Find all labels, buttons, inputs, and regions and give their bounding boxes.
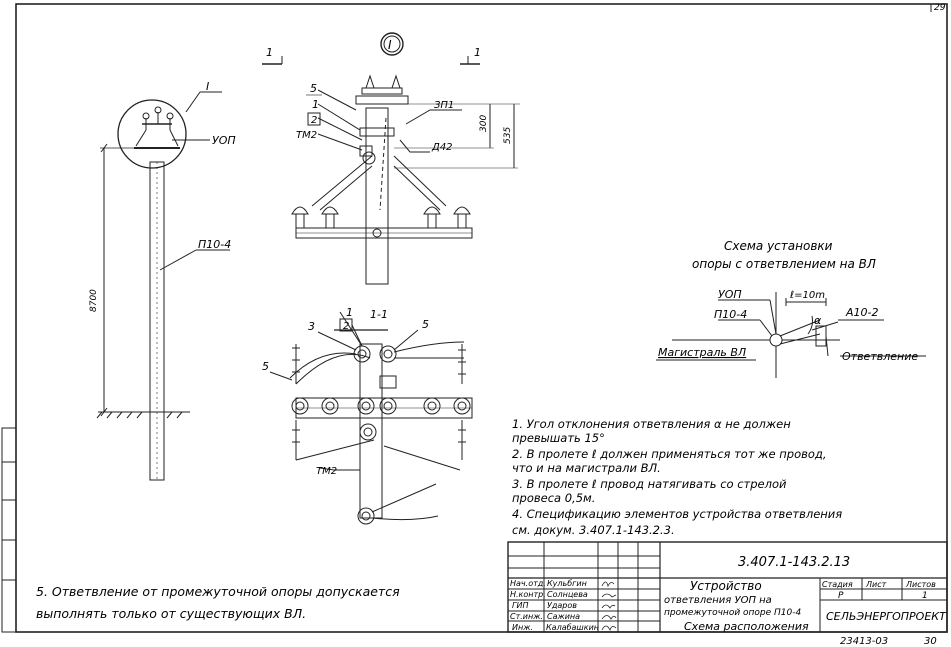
person-name: Ударов	[547, 601, 577, 610]
role-label: Нач.отд.	[510, 579, 546, 588]
note-line: 1. Угол отклонения ответвления α не долж…	[512, 417, 791, 431]
role-label: Инж.	[512, 623, 533, 632]
note-line: см. докум. 3.407.1-143.2.3.	[512, 523, 675, 537]
note-5-block: 5. Ответвление от промежуточной опоры до…	[36, 584, 400, 621]
role-label: Н.контр.	[510, 590, 546, 599]
note5-line: 5. Ответвление от промежуточной опоры до…	[36, 584, 400, 599]
callout-tm2-top: ТМ2	[296, 130, 317, 141]
callout-2-box	[307, 112, 321, 126]
plan-callout-3: 3	[308, 320, 315, 333]
scheme-label-alpha: α	[814, 314, 822, 327]
col-sheets: Листов	[905, 580, 936, 589]
detail-circle-I	[117, 99, 187, 169]
plan-view-1-1	[269, 311, 473, 525]
scheme-diagram	[656, 292, 926, 378]
names-column: Кульбгин Солнцева Ударов Сажина Калабашк…	[546, 579, 599, 632]
scheme-label-branch: Ответвление	[842, 350, 918, 363]
plan-callout-tm2: ТМ2	[316, 466, 337, 477]
sheets-total: 1	[922, 591, 928, 601]
section-mark-left: 1	[266, 46, 273, 59]
view-marker-I: I	[206, 80, 209, 93]
notes-block: 1. Угол отклонения ответвления α не долж…	[512, 417, 842, 537]
note-line: провеса 0,5м.	[512, 491, 595, 505]
scheme-title-2: опоры с ответвлением на ВЛ	[692, 257, 876, 271]
organization: СЕЛЬЭНЕРГОПРОЕКТ	[826, 610, 947, 623]
dim-300: 300	[479, 115, 489, 132]
note5-line: выполнять только от существующих ВЛ.	[36, 606, 306, 621]
view-circle	[380, 32, 404, 56]
callout-zp1: ЗП1	[434, 100, 454, 111]
label-pole-p10-4: П10-4	[198, 238, 231, 251]
callout-d42: Д42	[431, 142, 453, 153]
role-label: ГИП	[512, 601, 528, 610]
roles-column: Нач.отд. Н.контр. ГИП Ст.инж. Инж.	[510, 579, 546, 632]
person-name: Кульбгин	[547, 579, 587, 588]
scheme-label-span: ℓ=10m	[790, 290, 825, 301]
page-number: 29	[934, 3, 946, 13]
scheme-label-uop: УОП	[718, 288, 742, 301]
col-stage: Стадия	[822, 580, 853, 589]
scheme-label-p10: П10-4	[714, 308, 747, 321]
scheme-label-main: Магистраль ВЛ	[658, 346, 746, 359]
col-sheet: Лист	[865, 580, 887, 589]
callout-2-top: 2	[311, 115, 317, 126]
note-line: 2. В пролете ℓ должен применяться тот же…	[512, 447, 827, 461]
section-mark-right: 1	[474, 46, 481, 59]
plan-section-title: 1-1	[370, 308, 388, 321]
title-line-3: промежуточной опоре П10-4	[664, 608, 802, 618]
note-line: 4. Спецификацию элементов устройства отв…	[512, 507, 842, 521]
subtitle: Схема расположения	[684, 620, 809, 633]
plan-callout-1: 1	[346, 306, 353, 319]
scheme-label-a10: А10-2	[845, 306, 879, 319]
note-line: 3. В пролете ℓ провод натягивать со стре…	[512, 477, 787, 491]
view-circle-label: I	[388, 38, 392, 52]
stage-value: Р	[838, 591, 844, 601]
person-name: Солнцева	[547, 590, 588, 599]
signatures	[601, 581, 617, 632]
scheme-title-1: Схема установки	[724, 239, 833, 253]
plan-callout-2: 2	[343, 321, 349, 332]
detail-I-view	[262, 32, 520, 285]
label-uop-left: УОП	[212, 134, 236, 147]
doc-number: 3.407.1-143.2.13	[738, 555, 850, 570]
pole-elevation-view	[96, 91, 230, 481]
plan-callout-5-left: 5	[262, 360, 269, 373]
callout-5-top: 5	[310, 82, 317, 95]
title-block	[507, 541, 948, 633]
callout-1-top: 1	[312, 98, 319, 111]
person-name: Сажина	[547, 612, 580, 621]
dim-535: 535	[503, 127, 513, 144]
left-stamp-column	[1, 427, 17, 633]
note-line: что и на магистрали ВЛ.	[512, 461, 661, 475]
person-name: Калабашкин	[546, 623, 599, 632]
plan-callout-5-right: 5	[422, 318, 429, 331]
sheet-frame	[15, 3, 948, 633]
role-label: Ст.инж.	[510, 612, 543, 621]
note-line: превышать 15°	[512, 431, 605, 445]
archive-sheet: 30	[924, 636, 937, 647]
title-line-1: Устройство	[690, 579, 762, 593]
title-line-2: ответвления УОП на	[664, 595, 772, 606]
archive-number: 23413-03	[840, 636, 888, 647]
dimension-8700: 8700	[89, 289, 99, 312]
plan-callout-2-box	[339, 318, 353, 332]
